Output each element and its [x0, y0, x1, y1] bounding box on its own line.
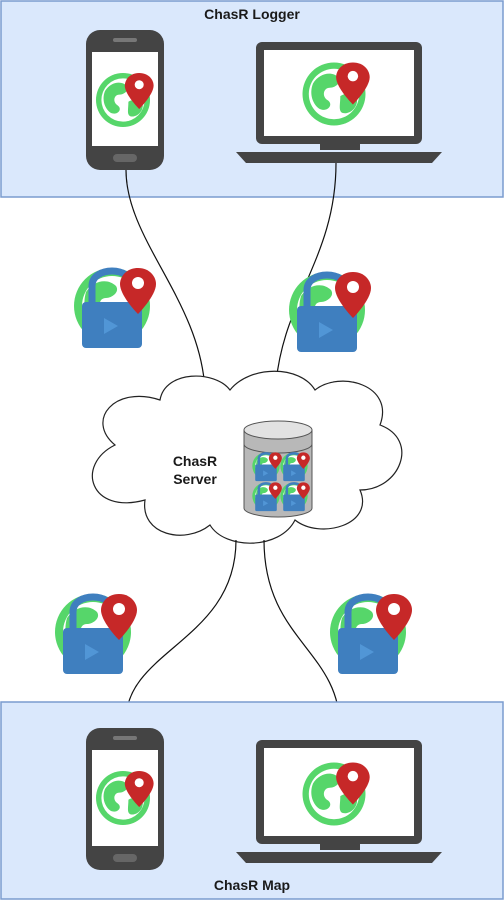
encrypted-location-icon — [330, 594, 412, 674]
map-title: ChasR Map — [213, 877, 291, 893]
logger-smartphone-icon — [86, 30, 164, 170]
connector-server-to-laptop — [263, 539, 345, 729]
encrypted-location-icon — [55, 594, 137, 674]
logger-panel — [0, 0, 504, 198]
server-label-line1: ChasR — [172, 453, 218, 469]
logger-laptop-icon — [236, 42, 442, 163]
map-laptop-icon — [236, 740, 442, 863]
connector-server-to-phone — [121, 539, 237, 721]
server-label-line2: Server — [173, 471, 217, 487]
map-panel — [0, 701, 504, 900]
logger-title: ChasR Logger — [204, 6, 300, 22]
encrypted-location-icon — [289, 272, 371, 352]
connector-phone-to-server — [125, 169, 209, 391]
map-smartphone-icon — [86, 728, 164, 870]
encrypted-location-icon — [74, 268, 156, 348]
database-icon — [243, 420, 313, 518]
server-label: ChasR Server — [150, 452, 240, 488]
